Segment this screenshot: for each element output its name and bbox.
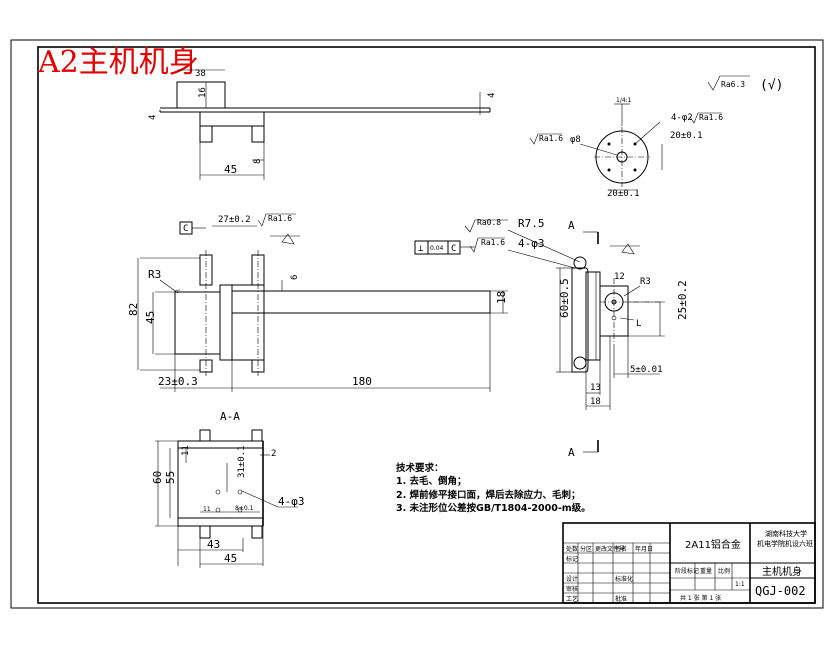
- section-dim-11b: 11: [203, 506, 211, 513]
- section-dim-4phi3: 4-φ3: [278, 495, 305, 508]
- tolerance-symbol: ⊥: [418, 244, 424, 254]
- tolerance-value: 0.04: [430, 245, 444, 252]
- side-dim-4phi3: 4-φ3: [518, 237, 545, 250]
- outer-frame: [10, 39, 824, 609]
- tb-standard: 标准化: [615, 575, 633, 583]
- flange-dim-fraction: 1/4:1: [616, 97, 632, 104]
- flange-dim-4phi2: 4-φ2: [671, 113, 693, 123]
- side-leader-l: L: [636, 319, 641, 329]
- technical-notes: 技术要求： 1. 去毛、倒角； 2. 焊前修平接口面，焊后去除应力、毛刺； 3.…: [396, 462, 591, 514]
- tb-scale: 1:1: [735, 581, 745, 588]
- tb-header-3: 签名: [615, 545, 627, 553]
- top-dim-8: 8: [253, 159, 263, 164]
- tb-header-1: 分区: [580, 545, 592, 553]
- notes-heading: 技术要求：: [396, 462, 444, 474]
- tb-row-3: 工艺: [566, 595, 578, 603]
- front-dim-18: 18: [495, 291, 508, 304]
- section-dim-2: 2: [271, 449, 276, 459]
- general-roughness-value: Ra6.3: [721, 80, 745, 89]
- tb-stage-1: 重量: [700, 567, 712, 575]
- top-dim-38: 38: [195, 69, 206, 79]
- front-dim-r3: R3: [148, 268, 161, 281]
- section-dim-8: 8±0.1: [235, 505, 254, 512]
- tb-approve: 批准: [615, 595, 627, 603]
- section-dim-55: 55: [164, 471, 177, 484]
- tolerance-frame-3: [447, 240, 461, 255]
- front-dim-180: 180: [352, 375, 372, 388]
- tb-row-0: 标记: [566, 555, 578, 563]
- flange-detail-view: 1/4:1 4-φ2 Ra1.6 Ra1.6 φ8 20±0.1 20±0.1: [529, 97, 723, 199]
- front-dim-23: 23±0.3: [158, 375, 198, 388]
- tb-stage-0: 阶段标记: [675, 567, 699, 575]
- tb-row-1: 设计: [566, 575, 578, 583]
- side-dim-18: 18: [590, 397, 601, 407]
- tb-stage-2: 比例: [718, 567, 730, 575]
- inner-frame: [37, 46, 816, 604]
- flange-dim-20-h: 20±0.1: [607, 189, 640, 199]
- side-dim-25: 25±0.2: [676, 280, 689, 320]
- section-aa-view: A-A 2 11 60 55 31±0.1 4-φ3 11 8±0.1: [151, 410, 305, 568]
- top-view: 38 16 4 4 8 45: [148, 69, 497, 180]
- tb-header-4: 年月日: [635, 545, 653, 553]
- notes-line-3: 3. 未注形位公差按GB/T1804-2000-m级。: [396, 502, 591, 514]
- side-dim-r75: R7.5: [518, 217, 545, 230]
- tb-drawing-no: QGJ-002: [755, 584, 806, 598]
- section-label: A-A: [220, 410, 240, 423]
- flange-dim-20-v: 20±0.1: [670, 131, 703, 141]
- title-overlay: A2主机机身: [37, 45, 199, 80]
- general-roughness: Ra6.3 (√): [707, 75, 783, 93]
- section-dim-11: 11: [181, 445, 191, 456]
- section-dim-45: 45: [224, 552, 237, 565]
- side-dim-60: 60±0.5: [558, 278, 571, 318]
- notes-line-1: 1. 去毛、倒角；: [396, 475, 467, 487]
- tb-header-2: 更改文件号: [595, 545, 625, 553]
- side-dim-13: 13: [590, 383, 601, 393]
- front-dim-45: 45: [144, 311, 157, 324]
- section-dim-60: 60: [151, 471, 164, 484]
- side-section-label-top: A: [568, 219, 575, 232]
- side-roughness-ra08: Ra0.8: [477, 218, 501, 227]
- flange-dim-phi8: φ8: [570, 135, 581, 145]
- front-dim-6: 6: [290, 275, 300, 280]
- general-roughness-mark: (√): [760, 78, 783, 93]
- tb-header-0: 处数: [566, 545, 578, 553]
- front-datum-c: C: [183, 224, 188, 234]
- top-dim-16: 16: [198, 87, 208, 98]
- tb-school-sub: 机电学院机设六班: [757, 539, 813, 548]
- side-dim-5: 5±0.01: [630, 365, 663, 375]
- section-dim-31: 31±0.1: [237, 445, 247, 478]
- tolerance-datum: C: [451, 244, 456, 254]
- front-dim-27: 27±0.2: [218, 215, 251, 225]
- notes-line-2: 2. 焊前修平接口面，焊后去除应力、毛刺；: [396, 489, 581, 501]
- top-dim-4-left: 4: [148, 115, 158, 120]
- front-roughness: Ra1.6: [268, 214, 292, 223]
- side-roughness-ra16: Ra1.6: [481, 238, 505, 247]
- tb-material: 2A11铝合金: [685, 538, 741, 551]
- flange-roughness-b: Ra1.6: [539, 134, 563, 143]
- tb-part-name: 主机机身: [762, 565, 802, 578]
- flange-roughness-a: Ra1.6: [699, 113, 723, 122]
- section-dim-43: 43: [207, 538, 220, 551]
- front-dim-82: 82: [127, 303, 140, 316]
- top-dim-45: 45: [224, 163, 237, 176]
- tb-row-2: 审核: [566, 585, 578, 593]
- tb-school: 湖南科技大学: [765, 529, 807, 538]
- side-section-label-bottom: A: [568, 446, 575, 459]
- side-view: A A Ra0.8 R7.5 ⊥ 0.04 C Ra1.6 4-φ3 12 R3: [414, 217, 689, 459]
- title-block: 处数 分区 更改文件号 签名 年月日 标记 设计 审核 工艺 标准化 批准 2A…: [562, 522, 816, 604]
- side-dim-12: 12: [614, 272, 625, 282]
- front-view: C 27±0.2 Ra1.6 R3 82 45 6 18: [127, 213, 508, 392]
- top-dim-4-right: 4: [487, 93, 497, 98]
- tb-sheet: 共 1 张 第 1 张: [680, 594, 721, 602]
- side-dim-r3: R3: [640, 277, 651, 287]
